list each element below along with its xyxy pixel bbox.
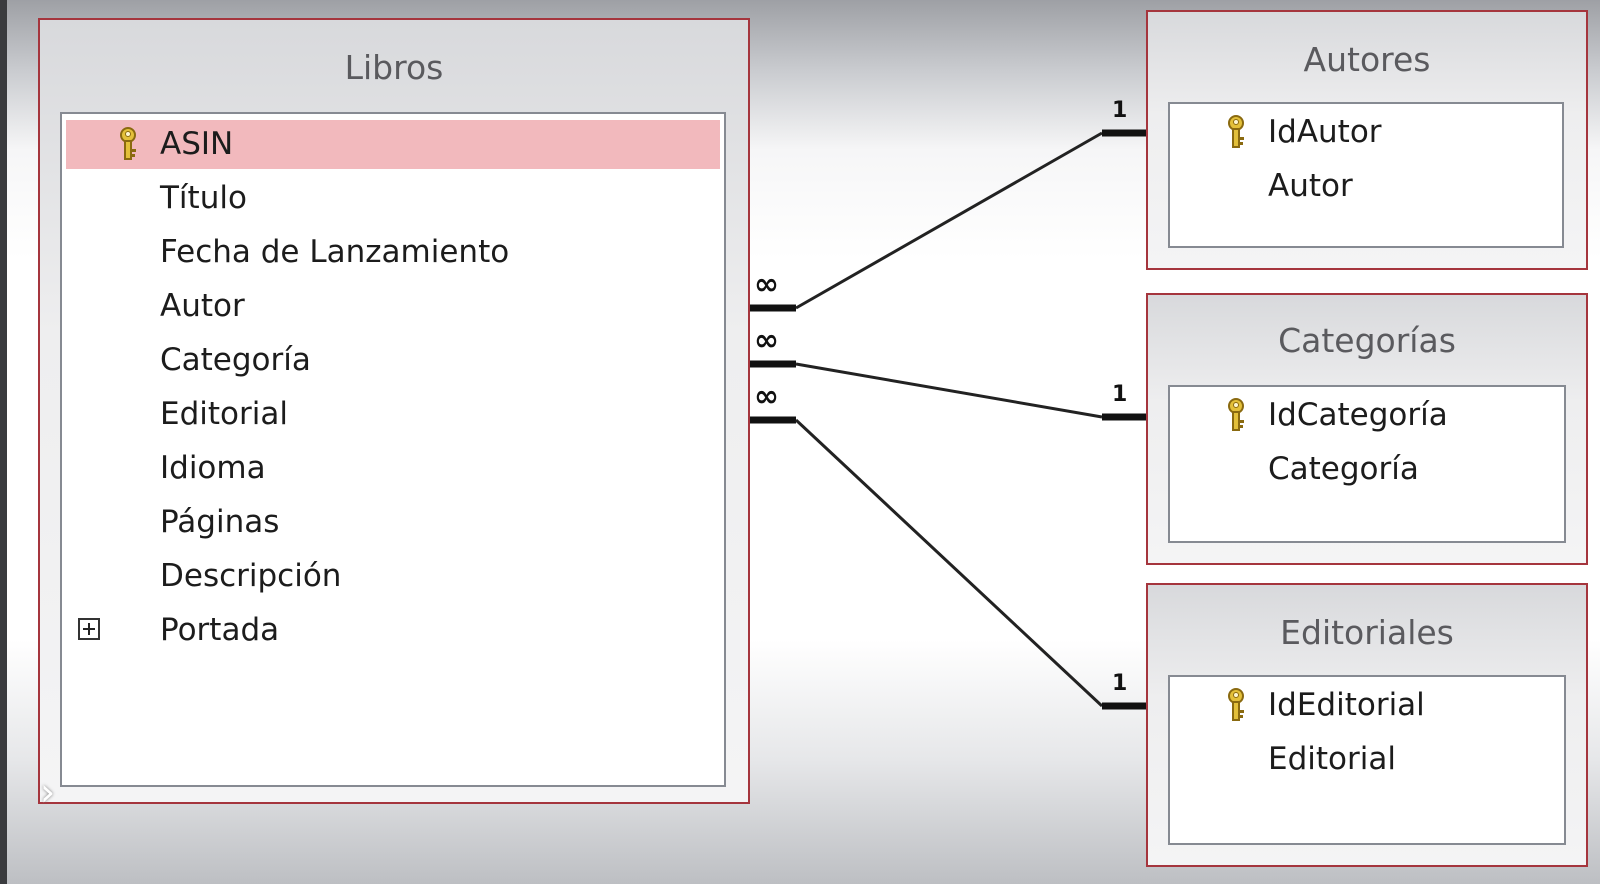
field-name-categoria: Categoría (160, 342, 311, 378)
field-name-editorial: Editorial (1268, 741, 1396, 777)
field-row-editorial[interactable]: Editorial (66, 390, 720, 439)
field-row-idcategoria[interactable]: IdCategoría (1174, 391, 1560, 440)
relationship-libros-categorias[interactable] (750, 360, 1146, 421)
relationship-libros-editoriales[interactable] (750, 416, 1146, 710)
field-name-autor: Autor (1268, 168, 1353, 204)
field-row-paginas[interactable]: Páginas (66, 498, 720, 547)
table-title-libros[interactable]: Libros (344, 48, 444, 87)
field-row-descripcion[interactable]: Descripción (66, 552, 720, 601)
window-left-edge (0, 0, 7, 884)
field-name-ideditorial: IdEditorial (1268, 687, 1425, 723)
field-name-fecha: Fecha de Lanzamiento (160, 234, 510, 270)
chevron-right-icon[interactable]: › (40, 770, 56, 814)
table-title-categorias[interactable]: Categorías (1278, 321, 1456, 360)
field-name-titulo: Título (160, 180, 247, 216)
field-row-autor[interactable]: Autor (66, 282, 720, 331)
relationship-libros-autores[interactable] (750, 129, 1146, 312)
table-title-editoriales[interactable]: Editoriales (1280, 613, 1454, 652)
key-icon (1228, 398, 1244, 431)
cardinality-many-autor: ∞ (754, 267, 779, 302)
field-list-libros[interactable]: ASIN Título Fecha de Lanzamiento Autor C… (60, 112, 726, 787)
cardinality-one-autores: 1 (1112, 98, 1128, 123)
field-row-portada[interactable]: Portada (66, 606, 720, 655)
table-window-autores[interactable]: Autores IdAutor Autor (1146, 10, 1588, 270)
field-list-autores[interactable]: IdAutor Autor (1168, 102, 1564, 248)
field-list-categorias[interactable]: IdCategoría Categoría (1168, 385, 1566, 543)
cardinality-one-categorias: 1 (1112, 382, 1128, 407)
field-name-descripcion: Descripción (160, 558, 342, 594)
table-title-autores[interactable]: Autores (1303, 40, 1431, 79)
field-row-titulo[interactable]: Título (66, 174, 720, 223)
field-list-editoriales[interactable]: IdEditorial Editorial (1168, 675, 1566, 845)
field-row-idioma[interactable]: Idioma (66, 444, 720, 493)
table-window-categorias[interactable]: Categorías IdCategoría Categoría (1146, 293, 1588, 565)
plus-box-icon[interactable] (78, 618, 100, 640)
field-row-editorial[interactable]: Editorial (1174, 735, 1560, 784)
field-row-categoria[interactable]: Categoría (1174, 445, 1560, 494)
key-icon (1228, 115, 1244, 148)
field-row-categoria[interactable]: Categoría (66, 336, 720, 385)
field-row-fecha[interactable]: Fecha de Lanzamiento (66, 228, 720, 277)
field-name-paginas: Páginas (160, 504, 280, 540)
field-row-idautor[interactable]: IdAutor (1174, 108, 1558, 157)
cardinality-one-editoriales: 1 (1112, 671, 1128, 696)
field-name-categoria: Categoría (1268, 451, 1419, 487)
field-name-asin: ASIN (160, 126, 234, 162)
field-name-autor: Autor (160, 288, 245, 324)
table-window-editoriales[interactable]: Editoriales IdEditorial Editorial (1146, 583, 1588, 867)
key-icon (120, 127, 136, 160)
field-name-idioma: Idioma (160, 450, 266, 486)
field-name-portada: Portada (160, 612, 280, 648)
cardinality-many-categoria: ∞ (754, 323, 779, 358)
field-name-editorial: Editorial (160, 396, 288, 432)
cardinality-many-editorial: ∞ (754, 379, 779, 414)
table-window-libros[interactable]: Libros ASIN Título Fecha de Lanzamiento … (38, 18, 750, 804)
field-row-asin[interactable]: ASIN (66, 120, 720, 169)
field-row-autor[interactable]: Autor (1174, 162, 1558, 211)
key-icon (1228, 688, 1244, 721)
field-name-idcategoria: IdCategoría (1268, 397, 1448, 433)
field-name-idautor: IdAutor (1268, 114, 1382, 150)
field-row-ideditorial[interactable]: IdEditorial (1174, 681, 1560, 730)
